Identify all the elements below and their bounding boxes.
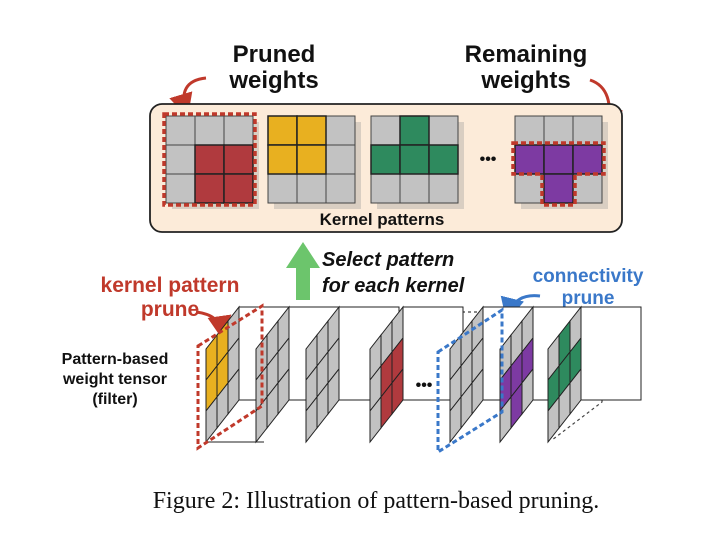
pattern-cell-filled: [194, 144, 225, 175]
pattern-cell: [428, 173, 459, 204]
pattern-cell: [325, 173, 356, 204]
pattern-cell: [267, 173, 298, 204]
tensor-label-1: Pattern-based: [62, 351, 169, 368]
select-pattern-label-1: Select pattern: [322, 249, 454, 271]
pattern-cell-filled: [543, 144, 574, 175]
connectivity-prune-label-1: connectivity: [533, 266, 644, 287]
kernel-patterns-label: Kernel patterns: [320, 210, 445, 229]
pattern-cell-filled: [267, 144, 298, 175]
slice-face: [580, 306, 642, 401]
pattern-cell: [543, 115, 574, 146]
remaining-dashed-outline: [511, 141, 606, 207]
pattern-cell-filled: [370, 144, 401, 175]
connectivity-prune-label-2: prune: [562, 288, 615, 309]
pruned-dashed-outline: [162, 112, 257, 207]
tensor-cell: [521, 367, 534, 416]
pattern-cell-filled: [194, 173, 225, 204]
connectivity-dashed-outline: [436, 307, 504, 455]
pattern-cell-filled: [572, 144, 603, 175]
pattern-cell: [296, 173, 327, 204]
pattern-cell: [514, 173, 545, 204]
pattern-cell: [572, 173, 603, 204]
pattern-cell: [165, 144, 196, 175]
remaining-weights-label-1: Remaining: [465, 41, 588, 68]
tensor-ellipsis: •••: [416, 377, 433, 394]
remaining-weights-label-2: weights: [480, 67, 570, 94]
pattern-cell-filled: [543, 173, 574, 204]
tensor-label-3: (filter): [92, 391, 137, 408]
pattern-cell-filled: [399, 144, 430, 175]
inverted-t-pattern: [514, 115, 608, 209]
kernel-patterns-group: [162, 112, 608, 209]
pattern-cell: [399, 173, 430, 204]
tensor-cell-filled: [391, 367, 404, 416]
pattern-cell: [514, 115, 545, 146]
pattern-cell-filled: [267, 115, 298, 146]
tensor-cell: [471, 367, 484, 416]
pattern-cell-filled: [223, 144, 254, 175]
pattern-cell-filled: [428, 144, 459, 175]
pattern-cell-filled: [296, 115, 327, 146]
pattern-cell-filled: [514, 144, 545, 175]
tensor-label-2: weight tensor: [62, 371, 167, 388]
square-pattern: [267, 115, 361, 209]
pruned-pattern: [165, 115, 259, 209]
tensor-cell: [277, 367, 290, 416]
weight-tensor-group: [196, 303, 642, 455]
tensor-cell: [569, 367, 582, 416]
slice-2: [255, 305, 350, 444]
pattern-cell: [370, 173, 401, 204]
kernel-pattern-prune-label-2: prune: [141, 298, 199, 321]
slice-7: [547, 305, 642, 444]
kernel-prune-arrow: [195, 310, 232, 340]
pattern-cell: [572, 115, 603, 146]
pattern-cell: [325, 144, 356, 175]
select-arrow-icon: [286, 242, 320, 300]
pruned-weights-label-2: weights: [228, 67, 318, 94]
figure-caption: Figure 2: Illustration of pattern-based …: [153, 488, 600, 514]
pattern-cell-filled: [223, 173, 254, 204]
pattern-cell: [223, 115, 254, 146]
tensor-cell: [327, 367, 340, 416]
kernel-pattern-prune-label-1: kernel pattern: [101, 274, 240, 297]
pattern-cell: [325, 115, 356, 146]
pattern-cell-filled: [296, 144, 327, 175]
pattern-cell: [165, 115, 196, 146]
pruned-weights-label-1: Pruned: [233, 41, 316, 68]
patterns-ellipsis: •••: [480, 151, 497, 168]
pattern-cell: [165, 173, 196, 204]
pattern-cell: [194, 115, 225, 146]
select-pattern-label-2: for each kernel: [322, 275, 465, 297]
pattern-cell-filled: [399, 115, 430, 146]
pattern-cell: [370, 115, 401, 146]
t-pattern: [370, 115, 464, 209]
kernel-prune-dashed-outline: [196, 303, 264, 451]
pattern-cell: [428, 115, 459, 146]
tensor-cell: [227, 367, 240, 416]
